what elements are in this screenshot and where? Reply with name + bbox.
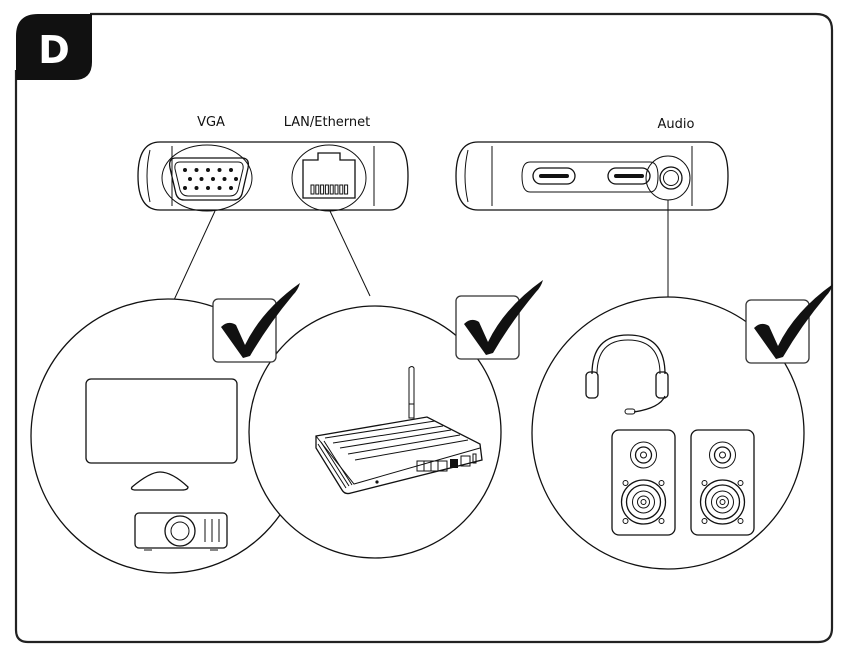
usbc-port-1-icon [532,167,576,185]
lan-pin [344,184,349,195]
lan-pin [315,184,320,195]
vga-pin [217,168,222,172]
headset-icon [585,334,669,415]
audio-label: Audio [658,117,695,132]
vga-devices-group [30,298,306,574]
vga-check-badge [212,283,300,363]
speaker-icon [690,429,755,536]
section-letter: D [38,28,70,72]
vga-pin [199,177,204,181]
check-mark-icon [754,284,833,359]
vga-pin [206,168,210,172]
lan-connector-line [329,210,371,297]
vga-pin [229,168,233,172]
vga-pin [206,186,210,190]
vga-pin [222,177,227,181]
vga-pin [183,186,187,190]
audio-devices-group [531,296,805,570]
vga-pin [217,186,222,190]
vga-pin [188,177,192,181]
check-mark-icon [464,280,543,355]
vga-pin [234,177,238,181]
lan-pin [339,184,344,195]
lan-check-badge [455,280,543,360]
vga-pin [194,186,199,190]
section-badge: D [16,14,92,80]
lan-pin [310,184,315,195]
router-icon [315,366,483,495]
outer-frame [14,12,834,644]
vga-pin [194,168,199,172]
vga-connector-line [173,210,216,301]
vga-pin [183,168,187,172]
vga-port-icon [161,144,253,212]
lan-pin [329,184,334,195]
lan-label: LAN/Ethernet [284,115,371,130]
lan-port-icon [291,144,367,212]
lan-pin [334,184,339,195]
audio-check-badge [745,284,833,364]
check-mark-icon [221,283,300,358]
audio-jack-icon [645,155,691,201]
speaker-icon [611,429,676,536]
projector-icon [134,512,228,551]
adapter-usbc-audio [455,141,729,211]
usbc-port-2-icon [607,167,651,185]
lan-devices-group [248,305,502,559]
vga-pin [211,177,215,181]
lan-pin [324,184,329,195]
vga-label: VGA [197,115,225,130]
adapter-vga-lan [137,141,409,212]
lan-pin [320,184,325,195]
vga-pin [229,186,233,190]
monitor-icon [85,378,238,491]
